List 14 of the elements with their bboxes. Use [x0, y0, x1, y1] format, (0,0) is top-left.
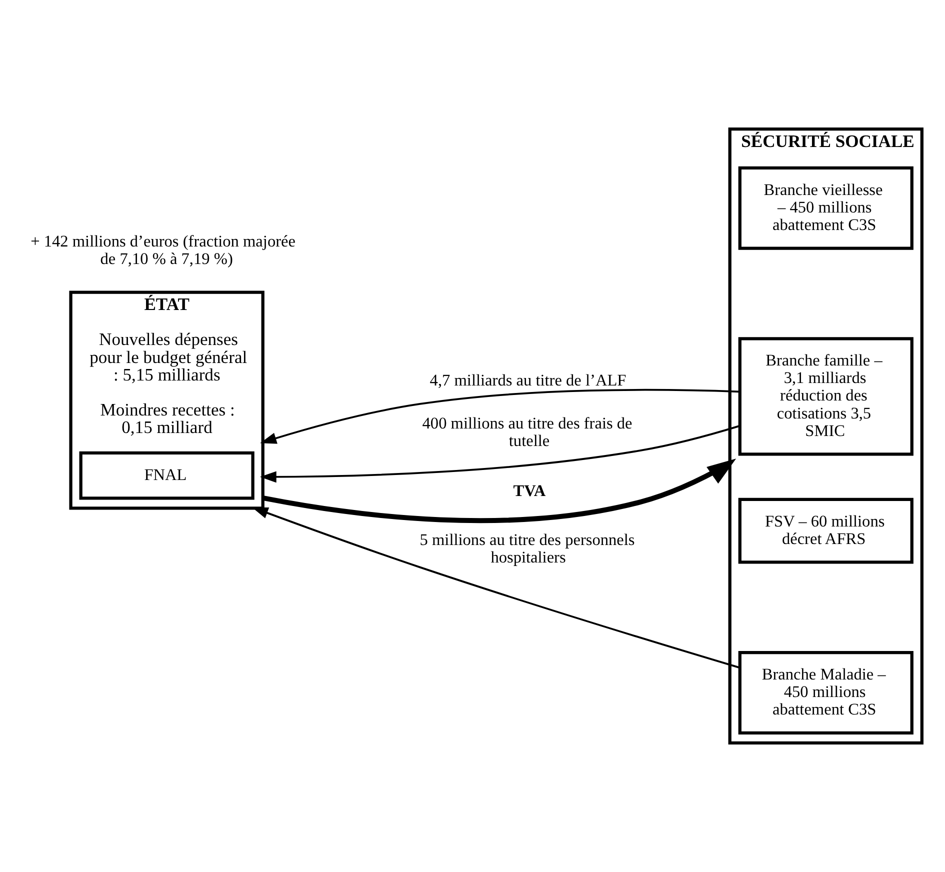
arrow: [262, 458, 736, 524]
edge-label: TVA: [513, 481, 546, 500]
edge-label: 400 millions au titre des frais de tutelle: [422, 413, 632, 450]
edge-label: 4,7 milliards au titre de l’ALF: [430, 370, 626, 390]
node-box: Branche Maladie – 450 millions abattement C3S: [738, 650, 914, 734]
arrow: [260, 388, 740, 444]
node-box: FSV – 60 millions décret AFRS: [738, 498, 914, 564]
node-box: Branche famille – 3,1 milliards réduction des cotisations 3,5 SMIC: [738, 337, 914, 456]
node-box: FNAL: [79, 451, 254, 500]
node-box: Branche vieillesse – 450 millions abattement C3S: [738, 166, 914, 250]
label: + 142 millions d’euros (fraction majorée de 7,10 % à 7,19 %): [30, 231, 296, 268]
edge-label: 5 millions au titre des personnels hospitaliers: [420, 530, 635, 567]
arrow: [252, 507, 740, 669]
arrow: [260, 425, 740, 483]
